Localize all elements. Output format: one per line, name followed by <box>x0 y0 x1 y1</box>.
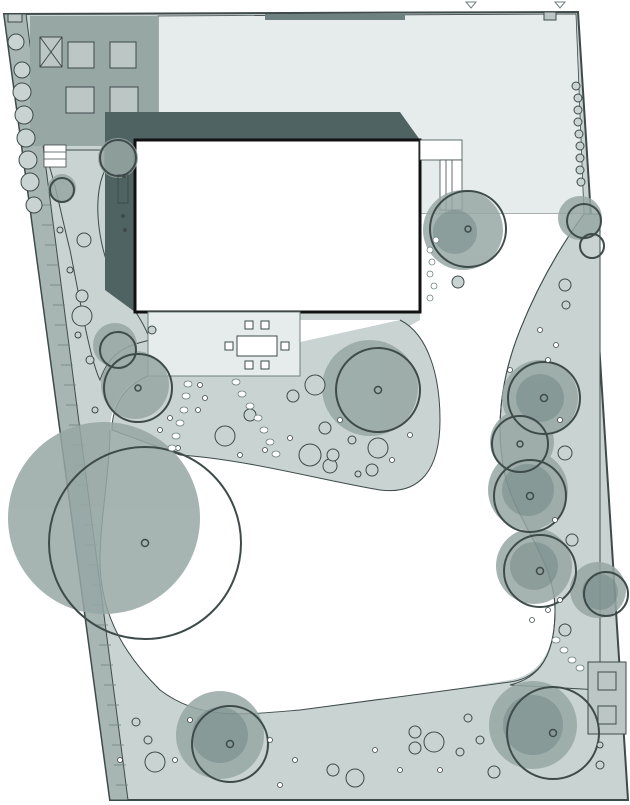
north-marker-1 <box>464 1 478 9</box>
house-footprint <box>133 138 422 314</box>
tree-outlines <box>48 139 629 783</box>
tree-trunk-icons <box>134 225 558 749</box>
north-marker-2 <box>553 1 567 9</box>
dining-set-icon <box>224 320 290 370</box>
downpipe <box>117 174 129 204</box>
stepping-stone-path <box>167 236 585 672</box>
groundcover-dots <box>117 327 563 788</box>
gate-post-right <box>543 11 557 21</box>
gate-post-left <box>7 13 23 23</box>
bottom-right-planters <box>587 661 627 735</box>
planter-cross-icon <box>39 36 63 68</box>
shrub-circles <box>7 33 605 788</box>
steps-left <box>43 144 67 168</box>
gate-bar <box>265 14 405 20</box>
